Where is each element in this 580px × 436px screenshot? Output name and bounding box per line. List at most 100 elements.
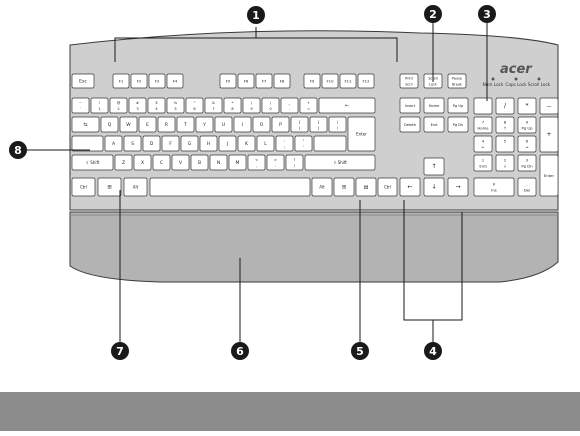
key-windows-left[interactable]: ⊞ [97,177,122,197]
key-s[interactable]: S [123,135,142,152]
key-num-11[interactable]: _- [280,97,299,114]
key-p[interactable]: P [271,116,290,133]
key-numpad-9[interactable]: 9Pg Up [517,116,537,134]
key-f10[interactable]: F10 [321,73,339,89]
key-numpad-3[interactable]: 3Pg Dn [517,154,537,172]
key-qsym-0[interactable]: {[ [290,116,309,133]
key-esc[interactable]: Esc [71,73,95,89]
key-zsym-1[interactable]: >. [266,154,285,171]
key-backslash[interactable] [313,135,347,152]
key-num-7[interactable]: &7 [204,97,223,114]
key-f4[interactable]: F4 [166,73,184,89]
key-num-10[interactable]: )0 [261,97,280,114]
key-numpad-plus[interactable]: + [539,116,559,153]
key-num-1[interactable]: !1 [90,97,109,114]
key-n[interactable]: N [209,154,228,171]
key-arrow-up[interactable]: ↑ [423,157,445,176]
key-r[interactable]: R [157,116,176,133]
key-num-2[interactable]: @2 [109,97,128,114]
key-f6[interactable]: F6 [237,73,255,89]
key-asym-1[interactable]: "' [294,135,313,152]
key-f11[interactable]: F11 [339,73,357,89]
key-num-9[interactable]: (9 [242,97,261,114]
key-alt-right[interactable]: Alt [311,177,333,197]
key-num-12[interactable]: += [299,97,318,114]
key-num-4[interactable]: $4 [147,97,166,114]
key-nav-home[interactable]: Home [423,97,445,114]
key-numpad-8[interactable]: 8↑ [495,116,515,134]
key-u[interactable]: U [214,116,233,133]
key-numpad-5[interactable]: 5 [495,135,515,153]
key-numpad-4[interactable]: 4← [473,135,493,153]
key-num-3[interactable]: #3 [128,97,147,114]
key-k[interactable]: K [237,135,256,152]
key-numpad-minus[interactable]: — [539,97,559,115]
key-l[interactable]: L [256,135,275,152]
key-y[interactable]: Y [195,116,214,133]
key-num-lock[interactable] [473,97,493,115]
key-qsym-2[interactable]: |\ [328,116,347,133]
key-nav-end[interactable]: End [423,116,445,133]
key-f2[interactable]: F2 [130,73,148,89]
key-e[interactable]: E [138,116,157,133]
key-f[interactable]: F [161,135,180,152]
key-arrow-down[interactable]: ↓ [423,177,445,197]
key-ctrl-left[interactable]: Ctrl [71,177,96,197]
key-space[interactable] [149,177,311,197]
key-ctrl-right[interactable]: Ctrl [377,177,398,197]
key-alt-left[interactable]: Alt [123,177,148,197]
key-b[interactable]: B [190,154,209,171]
key-f9[interactable]: F9 [303,73,321,89]
key-f3[interactable]: F3 [148,73,166,89]
key-f7[interactable]: F7 [255,73,273,89]
key-numpad-multiply[interactable]: * [517,97,537,115]
key-w[interactable]: W [119,116,138,133]
key-g[interactable]: G [180,135,199,152]
key-a[interactable]: A [104,135,123,152]
key-f8[interactable]: F8 [273,73,291,89]
key-q[interactable]: Q [100,116,119,133]
key-o[interactable]: O [252,116,271,133]
key-num-5[interactable]: %5 [166,97,185,114]
key-v[interactable]: V [171,154,190,171]
key-caps-lock[interactable] [71,135,104,152]
key-f12[interactable]: F12 [357,73,375,89]
key-j[interactable]: J [218,135,237,152]
key-nav-insert[interactable]: Insert [399,97,421,114]
key-num-6[interactable]: ^6 [185,97,204,114]
key-c[interactable]: C [152,154,171,171]
key-numpad-divide[interactable]: / [495,97,515,115]
key-enter[interactable]: Enter [347,116,376,152]
key-x[interactable]: X [133,154,152,171]
key-f5[interactable]: F5 [219,73,237,89]
key-d[interactable]: D [142,135,161,152]
key-asym-0[interactable]: :; [275,135,294,152]
key-nav-delete[interactable]: Delete [399,116,421,133]
key-zsym-2[interactable]: ?/ [285,154,304,171]
key-arrow-left[interactable]: ← [399,177,421,197]
key-backspace[interactable]: ← [318,97,376,114]
key-numpad-decimal[interactable]: .Del [517,177,537,197]
key-f1[interactable]: F1 [112,73,130,89]
key-qsym-1[interactable]: }] [309,116,328,133]
key-shift-left[interactable]: ⇧ Shift [71,154,114,171]
key-num-0[interactable]: ~` [71,97,90,114]
key-windows-right[interactable]: ⊞ [333,177,355,197]
key-z[interactable]: Z [114,154,133,171]
key-zsym-0[interactable]: <, [247,154,266,171]
key-arrow-right[interactable]: → [447,177,469,197]
key-numpad-enter[interactable]: Enter [539,154,559,197]
key-nav-pg-dn[interactable]: Pg Dn [447,116,469,133]
key-num-8[interactable]: *8 [223,97,242,114]
key-numpad-6[interactable]: 6→ [517,135,537,153]
key-shift-right[interactable]: ⇧ Shift [304,154,376,171]
key-menu[interactable]: ▤ [355,177,377,197]
key-nav-pg-up[interactable]: Pg Up [447,97,469,114]
key-i[interactable]: I [233,116,252,133]
key-m[interactable]: M [228,154,247,171]
